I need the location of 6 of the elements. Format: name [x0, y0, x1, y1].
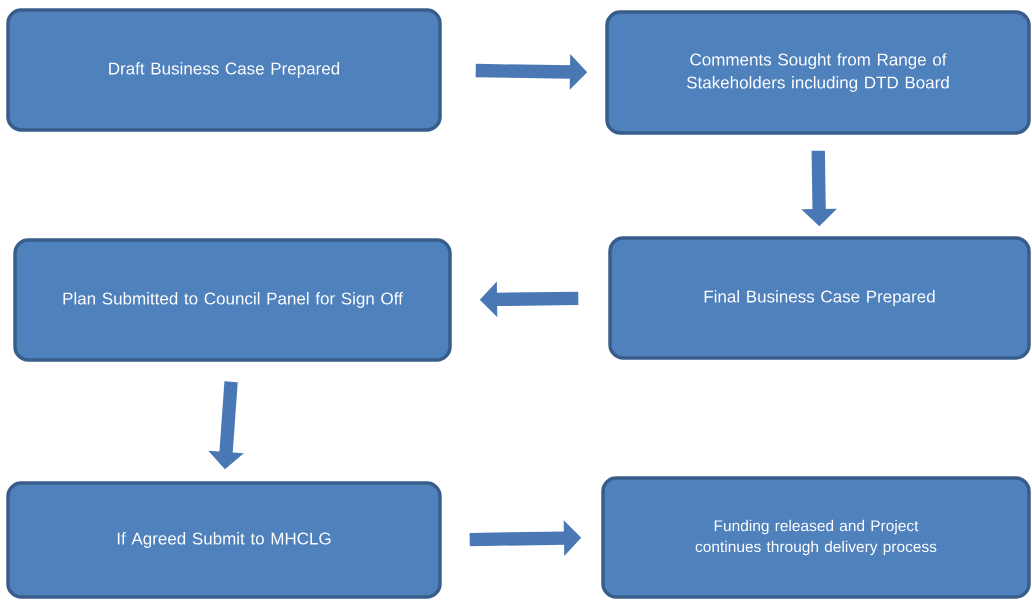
process-box: Plan Submitted to Council Panel for Sign Off [13, 238, 452, 362]
process-box: Draft Business Case Prepared [6, 8, 442, 132]
process-box: Funding released and Project continues through delivery process [601, 476, 1031, 599]
process-box: If Agreed Submit to MHCLG [6, 481, 442, 599]
process-box: Final Business Case Prepared [608, 236, 1031, 360]
process-box: Comments Sought from Range of Stakeholders including DTD Board [605, 10, 1031, 135]
